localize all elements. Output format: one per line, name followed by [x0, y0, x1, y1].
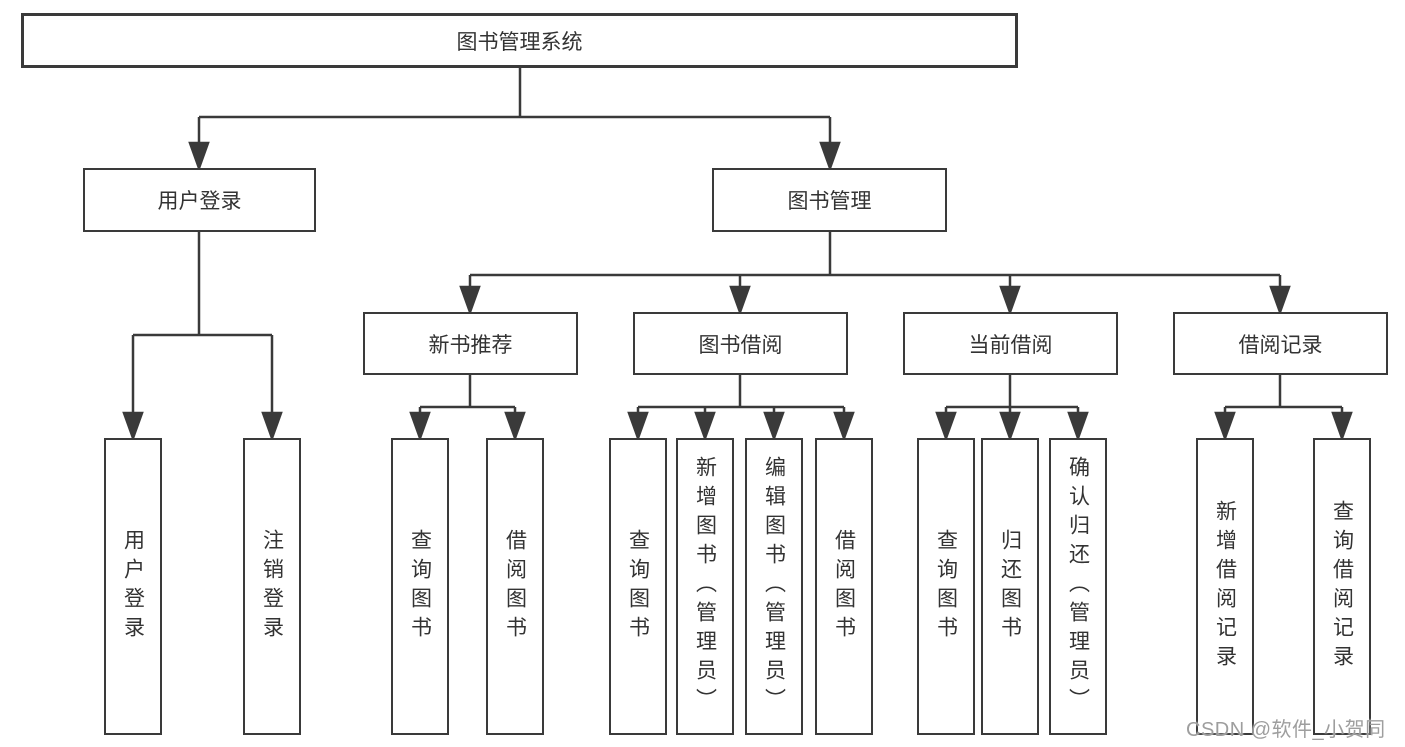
connector-new-book-recommend-children: [420, 375, 515, 409]
connector-root-to-level2: [199, 68, 830, 119]
arrowhead-leaf-query-books-1: [409, 407, 431, 442]
arrowhead-user-login: [188, 117, 210, 172]
arrowhead-leaf-borrow-books-2: [833, 407, 855, 442]
node-label: 图书管理: [787, 190, 872, 213]
node-label: 新增借阅记录: [1213, 499, 1237, 674]
node-label: 查询图书: [934, 528, 958, 645]
leaf-borrow-books-2: 借阅图书: [815, 438, 873, 735]
node-label: 借阅记录: [1238, 333, 1323, 357]
arrowhead-leaf-user-login: [122, 335, 144, 442]
arrowhead-leaf-add-book: [694, 407, 716, 442]
leaf-user-login: 用户登录: [104, 438, 162, 735]
connector-book-management-children: [470, 232, 1280, 277]
node-label: 编辑图书（管理员）: [762, 456, 786, 717]
node-label: 借阅图书: [503, 528, 527, 645]
arrowhead-leaf-confirm-return: [1067, 407, 1089, 442]
node-label: 用户登录: [121, 528, 145, 645]
node-label: 新书推荐: [428, 333, 513, 357]
arrowhead-leaf-logout: [261, 335, 283, 442]
node-label: 查询图书: [408, 528, 432, 645]
arrowhead-leaf-query-books-3: [935, 407, 957, 442]
leaf-query-books-1: 查询图书: [391, 438, 449, 735]
node-borrowing-records: 借阅记录: [1173, 312, 1388, 375]
arrowhead-leaf-edit-book: [763, 407, 785, 442]
csdn-watermark: CSDN @软件_小贺同学: [1186, 719, 1386, 741]
leaf-query-borrow-record: 查询借阅记录: [1313, 438, 1371, 735]
arrowhead-book-management: [819, 117, 841, 172]
leaf-logout: 注销登录: [243, 438, 301, 735]
node-library-management-system: 图书管理系统: [21, 13, 1018, 68]
node-label: 注销登录: [260, 528, 284, 645]
node-new-book-recommend: 新书推荐: [363, 312, 578, 375]
node-label: 归还图书: [998, 528, 1022, 645]
node-user-login: 用户登录: [83, 168, 316, 232]
connector-current-borrowing-children: [946, 375, 1078, 409]
arrowhead-current-borrowing: [999, 275, 1021, 316]
node-label: 查询图书: [626, 528, 650, 645]
node-label: 确认归还（管理员）: [1066, 456, 1090, 717]
arrowhead-book-borrowing: [729, 275, 751, 316]
node-label: 当前借阅: [968, 333, 1053, 357]
node-label: 查询借阅记录: [1330, 499, 1354, 674]
leaf-return-books: 归还图书: [981, 438, 1039, 735]
leaf-confirm-return-admin: 确认归还（管理员）: [1049, 438, 1107, 735]
node-label: 用户登录: [157, 190, 242, 213]
connector-user-login-children: [133, 232, 272, 337]
node-label: 图书管理系统: [456, 30, 583, 54]
arrowhead-new-book-recommend: [459, 275, 481, 316]
connector-borrowing-records-children: [1225, 375, 1342, 409]
arrowhead-leaf-borrow-books-1: [504, 407, 526, 442]
arrowhead-leaf-query-books-2: [627, 407, 649, 442]
arrowhead-leaf-add-borrow-record: [1214, 407, 1236, 442]
connector-book-borrowing-children: [638, 375, 844, 409]
node-book-management: 图书管理: [712, 168, 947, 232]
node-label: 借阅图书: [832, 528, 856, 645]
node-book-borrowing: 图书借阅: [633, 312, 848, 375]
leaf-query-books-3: 查询图书: [917, 438, 975, 735]
node-label: 图书借阅: [698, 333, 783, 357]
leaf-edit-book-admin: 编辑图书（管理员）: [745, 438, 803, 735]
node-label: 新增图书（管理员）: [693, 456, 717, 717]
leaf-add-book-admin: 新增图书（管理员）: [676, 438, 734, 735]
arrowhead-borrowing-records: [1269, 275, 1291, 316]
arrowhead-leaf-return-books: [999, 407, 1021, 442]
node-current-borrowing: 当前借阅: [903, 312, 1118, 375]
leaf-borrow-books-1: 借阅图书: [486, 438, 544, 735]
arrowhead-leaf-query-borrow-record: [1331, 407, 1353, 442]
leaf-add-borrow-record: 新增借阅记录: [1196, 438, 1254, 735]
leaf-query-books-2: 查询图书: [609, 438, 667, 735]
